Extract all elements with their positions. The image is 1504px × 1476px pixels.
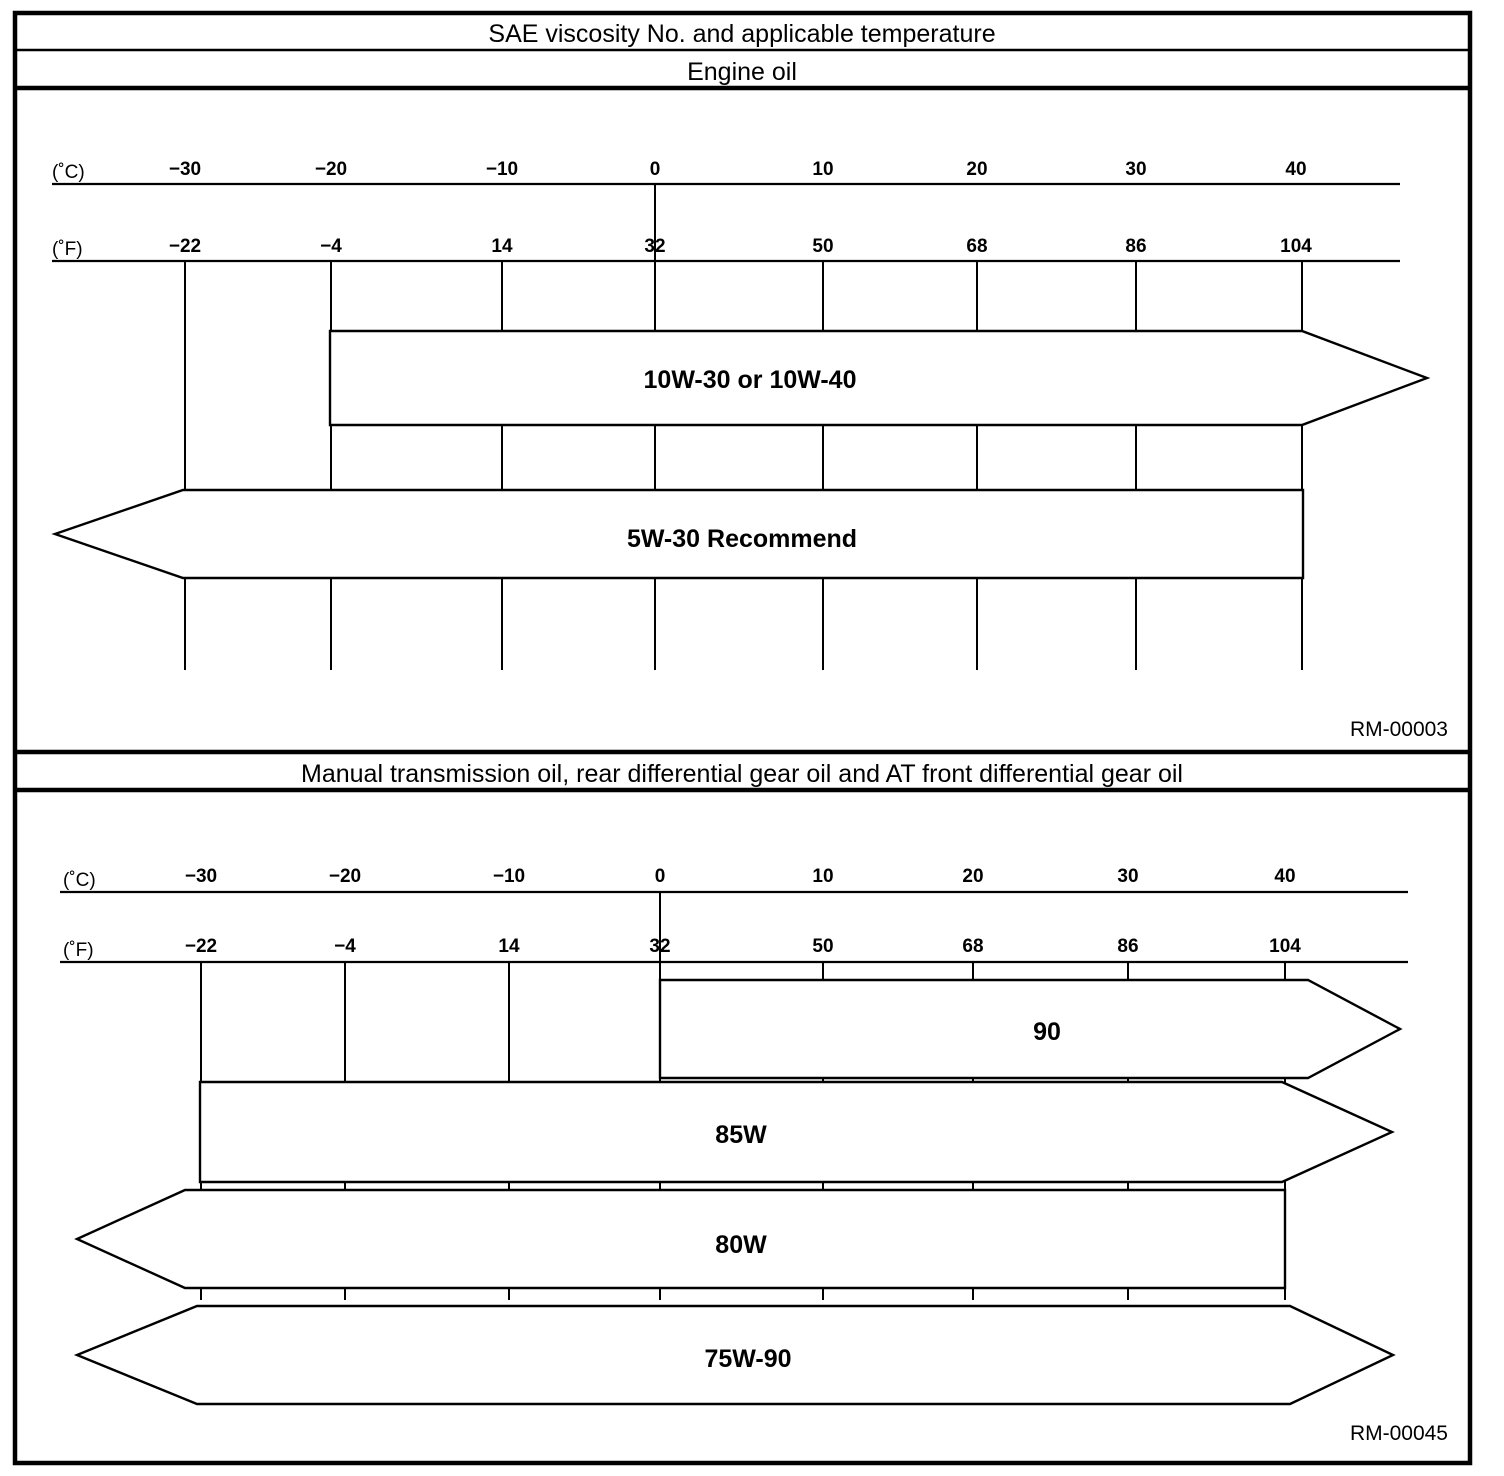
- upper-fahrenheit-unit-label: (˚F): [52, 239, 83, 260]
- upper-celsius-tick-label: −20: [315, 159, 347, 180]
- band-shape-85w: [200, 1082, 1392, 1182]
- band-label-5w30: 5W-30 Recommend: [627, 525, 857, 553]
- band-label-90: 90: [1033, 1018, 1061, 1046]
- lower-fahrenheit-tick-label: −4: [334, 936, 356, 957]
- upper-section-code: RM-00003: [1350, 718, 1448, 741]
- band-shape-80w: [77, 1190, 1285, 1288]
- band-outline-85w: [198, 1080, 1395, 1184]
- lower-celsius-unit-label: (˚C): [63, 870, 96, 891]
- band-outline-75w90: [73, 1304, 1396, 1406]
- upper-fahrenheit-tick-label: 50: [812, 236, 833, 257]
- band-shape-90: [660, 980, 1400, 1078]
- upper-celsius-tick-label: −30: [169, 159, 201, 180]
- upper-celsius-tick-label: 10: [812, 159, 833, 180]
- band-label-80w: 80W: [715, 1231, 767, 1259]
- band-outline-5w30: [51, 488, 1305, 580]
- lower-fahrenheit-tick-label: 104: [1269, 936, 1301, 957]
- engine-oil-title: Engine oil: [687, 58, 797, 86]
- lower-fahrenheit-tick-label: 14: [498, 936, 520, 957]
- band-label-75w90: 75W-90: [704, 1345, 791, 1373]
- upper-fahrenheit-tick-label: 68: [966, 236, 987, 257]
- lower-celsius-tick-label: −30: [185, 866, 217, 887]
- lower-celsius-tick-label: 10: [812, 866, 833, 887]
- band-shape-10w30-10w40: [330, 331, 1427, 425]
- lower-section-code: RM-00045: [1350, 1422, 1448, 1445]
- band-shape-5w30: [55, 490, 1303, 578]
- upper-celsius-tick-label: 20: [966, 159, 987, 180]
- diagram-outer-frame: [12, 10, 1473, 1466]
- main-title: SAE viscosity No. and applicable tempera…: [488, 20, 995, 48]
- upper-fahrenheit-tick-label: 14: [491, 236, 513, 257]
- lower-fahrenheit-tick-label: 86: [1117, 936, 1138, 957]
- upper-celsius-tick-label: 30: [1125, 159, 1146, 180]
- lower-fahrenheit-tick-label: −22: [185, 936, 217, 957]
- gear-oil-title: Manual transmission oil, rear differenti…: [301, 760, 1183, 788]
- lower-celsius-tick-label: 40: [1274, 866, 1295, 887]
- upper-celsius-tick-label: 0: [650, 159, 661, 180]
- band-shape-75w90: [77, 1306, 1393, 1404]
- band-label-85w: 85W: [715, 1121, 767, 1149]
- lower-fahrenheit-unit-label: (˚F): [63, 940, 94, 961]
- lower-fahrenheit-tick-label: 68: [962, 936, 983, 957]
- upper-fahrenheit-tick-label: 104: [1280, 236, 1312, 257]
- upper-fahrenheit-tick-label: −22: [169, 236, 201, 257]
- lower-celsius-tick-label: −20: [329, 866, 361, 887]
- band-label-10w30-10w40: 10W-30 or 10W-40: [644, 366, 857, 394]
- lower-celsius-tick-label: 20: [962, 866, 983, 887]
- upper-fahrenheit-tick-label: 86: [1125, 236, 1146, 257]
- lower-celsius-tick-label: −10: [493, 866, 525, 887]
- band-outline-80w: [74, 1188, 1287, 1290]
- upper-celsius-tick-label: 40: [1285, 159, 1306, 180]
- lower-fahrenheit-tick-label: 50: [812, 936, 833, 957]
- lower-celsius-tick-label: 30: [1117, 866, 1138, 887]
- band-outline-10w30-10w40: [328, 329, 1431, 427]
- upper-fahrenheit-tick-label: −4: [320, 236, 342, 257]
- lower-celsius-tick-label: 0: [655, 866, 666, 887]
- upper-celsius-tick-label: −10: [486, 159, 518, 180]
- band-outline-90: [658, 978, 1403, 1080]
- upper-celsius-unit-label: (˚C): [52, 162, 85, 183]
